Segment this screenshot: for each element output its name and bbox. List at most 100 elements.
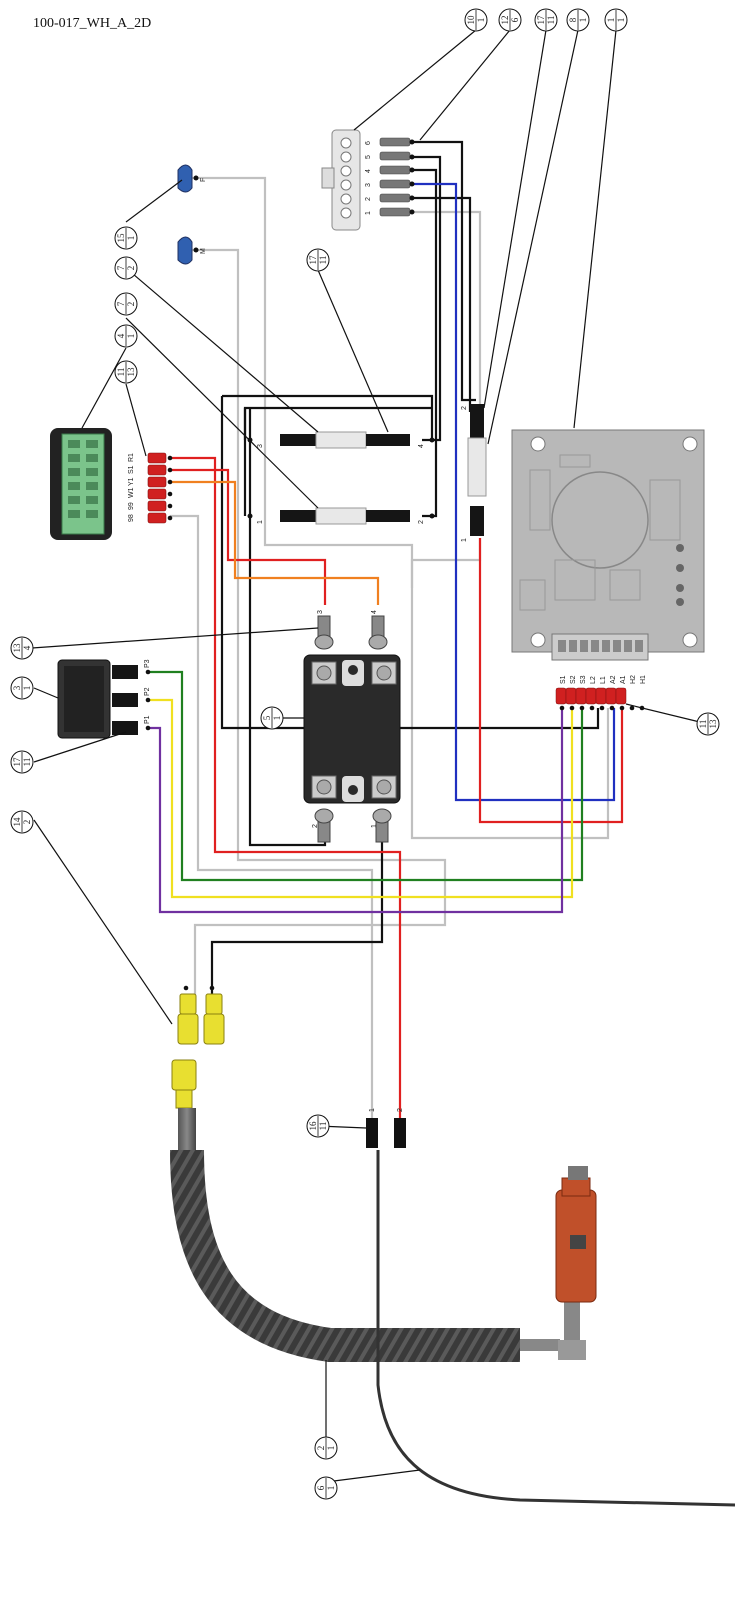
board-term-a1: A1: [620, 675, 627, 684]
fuse-top-pin-3: 3: [257, 444, 264, 448]
board-terminals: S1 S2 S3 L2 L1 A2 A1 H2 H1: [555, 675, 647, 711]
wire-black-conn4: [412, 168, 438, 518]
balloon-top-number: 11: [698, 720, 708, 729]
balloon-top-number: 11: [116, 368, 126, 377]
wire-black-frame: [220, 394, 600, 730]
power-cord: [376, 1150, 735, 1507]
rocker-switch: P3 P2 P1: [57, 659, 151, 739]
balloon-bottom-number: 11: [546, 16, 556, 25]
balloon-bottom-number: 6: [510, 17, 520, 22]
balloon-bottom-number: 1: [578, 18, 588, 23]
board-term-h1: H1: [640, 675, 647, 684]
fuse-top-pin-4: 4: [418, 444, 425, 448]
term-label-r1: R1: [128, 453, 135, 462]
balloon-bottom-number: 4: [22, 645, 32, 650]
wire-orange-y1: [170, 480, 380, 605]
balloon-bottom-number: 11: [318, 256, 328, 265]
terminal-block: [50, 428, 112, 540]
term-label-s1: S1: [128, 465, 135, 474]
balloon-bottom-number: 1: [22, 686, 32, 691]
balloon-top-number: 17: [12, 757, 22, 767]
plug-pin-1: 1: [369, 1108, 376, 1112]
balloon-top-number: 8: [568, 17, 578, 22]
balloon-bottom-number: 11: [22, 758, 32, 767]
relay-pin-1: 1: [371, 824, 378, 828]
board-term-h2: H2: [630, 675, 637, 684]
balloon-top-number: 10: [466, 15, 476, 25]
balloon-bottom-number: 13: [708, 719, 718, 729]
relay-pin-3: 3: [317, 610, 324, 614]
balloon-top-number: 7: [116, 265, 126, 270]
plug-terminals: 1 2: [366, 1108, 406, 1148]
wire-yellow: [148, 698, 574, 899]
wire-gray-conn1: [412, 210, 482, 412]
plug-connector: [321, 129, 361, 231]
balloon-top-number: 7: [116, 301, 126, 306]
wire-red-board: [478, 538, 624, 824]
balloon-bottom-number: 1: [616, 18, 626, 23]
board-term-l2: L2: [590, 676, 597, 684]
switch-pin-p3: P3: [144, 659, 151, 668]
balloon-bottom-number: 1: [126, 236, 136, 241]
motor-lead-f: F: [177, 164, 207, 193]
relay-pin-2: 2: [312, 824, 319, 828]
balloon-top-number: 3: [12, 685, 22, 690]
wire-gray-motor-m: [192, 248, 447, 1010]
wire-red-s1: [170, 468, 327, 605]
terminal-ferrules: 98 99 W1 Y1 S1 R1: [128, 452, 173, 524]
board-term-a2: A2: [610, 675, 617, 684]
term-label-99: 99: [128, 502, 135, 510]
connector-pins: 6 5 4 3 2 1: [365, 137, 415, 217]
term-label-98: 98: [128, 514, 135, 522]
wire-gray-motor-f: [192, 176, 414, 588]
spade-connectors: [171, 985, 225, 1109]
conn-pin-3: 3: [365, 183, 372, 187]
drawing-title: 100-017_WH_A_2D: [33, 16, 152, 31]
switch-pin-p2: P2: [144, 687, 151, 696]
balloon-top-number: 16: [308, 1121, 318, 1131]
conn-pin-4: 4: [365, 169, 372, 173]
motor-lead-m: M: [177, 236, 207, 265]
balloon-top-number: 2: [316, 1446, 326, 1451]
board-term-s3: S3: [580, 675, 587, 684]
wire-blue: [412, 182, 616, 802]
balloon-bottom-number: 1: [272, 716, 282, 721]
wire-gray-terminal-98: [170, 514, 374, 1120]
conn-pin-6: 6: [365, 141, 372, 145]
fuse-holder-top: 3 4: [247, 431, 435, 449]
balloon-top-number: 15: [116, 233, 126, 243]
balloon-bottom-number: 11: [318, 1122, 328, 1131]
balloon-top-number: 17: [308, 255, 318, 265]
balloon-bottom-number: 1: [326, 1446, 336, 1451]
conn-pin-2: 2: [365, 197, 372, 201]
balloon-top-number: 12: [500, 16, 510, 25]
wire-purple: [148, 708, 564, 914]
balloon-bottom-number: 13: [126, 367, 136, 377]
leader-lines: [31, 29, 709, 1483]
relay-pin-4: 4: [371, 610, 378, 614]
wire-black-conn2: [412, 196, 472, 412]
conn-pin-1: 1: [365, 211, 372, 215]
temperature-probe: [555, 1166, 597, 1360]
balloon-top-number: 5: [262, 715, 272, 720]
fuse-v-pin-2: 2: [461, 406, 468, 410]
wire-red-r1: [170, 456, 402, 1120]
balloon-bottom-number: 2: [22, 820, 32, 825]
switch-pin-p1: P1: [144, 715, 151, 724]
